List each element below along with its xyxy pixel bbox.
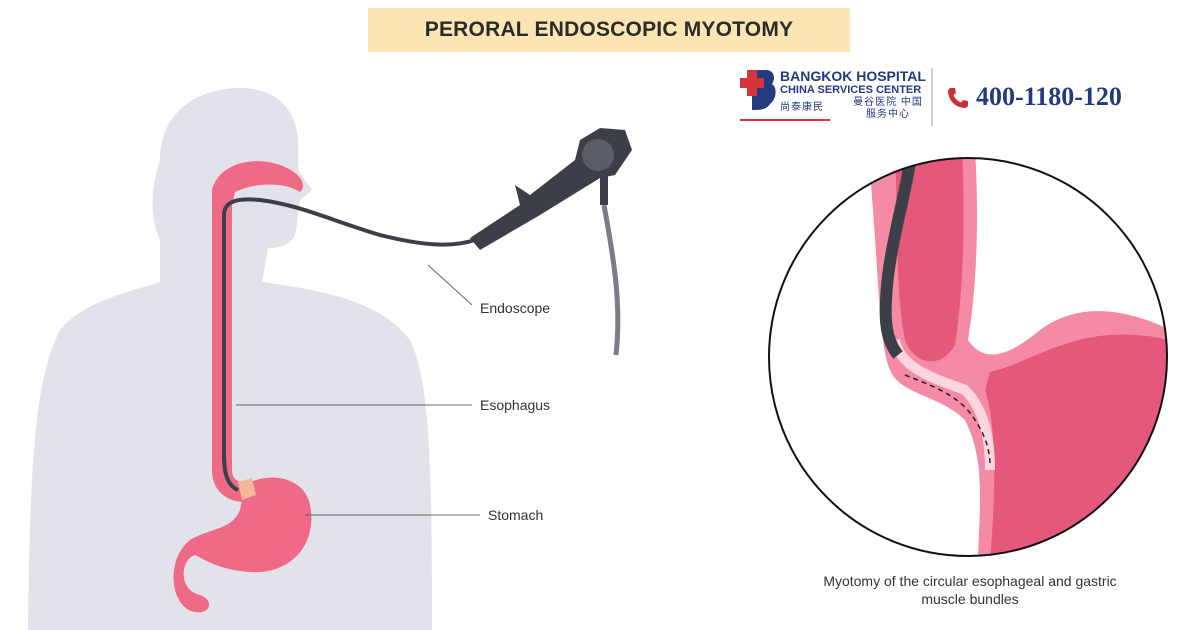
- logo-divider: [931, 68, 933, 126]
- detail-caption: Myotomy of the circular esophageal and g…: [823, 573, 1117, 607]
- endoscope-tube: [222, 197, 476, 492]
- detail-lumen: [895, 158, 964, 362]
- page-title: PERORAL ENDOSCOPIC MYOTOMY: [424, 18, 794, 41]
- title-banner: PERORAL ENDOSCOPIC MYOTOMY: [368, 8, 850, 52]
- hospital-logo-icon: [740, 70, 776, 110]
- detail-mucosa: [890, 338, 995, 471]
- brand-chinese-right: 曼谷医院 中国服务中心: [853, 97, 923, 120]
- label-esophagus: Esophagus: [480, 397, 551, 413]
- label-endoscope: Endoscope: [480, 300, 551, 316]
- myotomy-line: [904, 374, 991, 466]
- umbilical-cord: [601, 204, 621, 356]
- phone-number[interactable]: 400-1180-120: [976, 82, 1122, 111]
- phone-icon: [948, 88, 968, 108]
- detail-circle-border: [768, 157, 1168, 557]
- umbilical-connector: [600, 175, 608, 205]
- brand-name: BANGKOK HOSPITAL: [780, 68, 926, 84]
- detail-endoscope: [879, 158, 918, 359]
- control-knob: [582, 139, 614, 171]
- brand-underline: [740, 119, 830, 121]
- label-stomach: Stomach: [488, 507, 544, 523]
- brand-subname: CHINA SERVICES CENTER: [780, 84, 922, 96]
- detail-stomach: [985, 334, 1167, 556]
- brand-chinese-left: 尚泰康民: [780, 102, 824, 113]
- sphincter: [238, 478, 256, 500]
- detail-zoom: [868, 158, 1167, 556]
- brand-logo: BANGKOK HOSPITAL CHINA SERVICES CENTER 尚…: [740, 68, 1140, 128]
- stomach: [173, 477, 312, 613]
- endoscope-leader: [427, 264, 473, 306]
